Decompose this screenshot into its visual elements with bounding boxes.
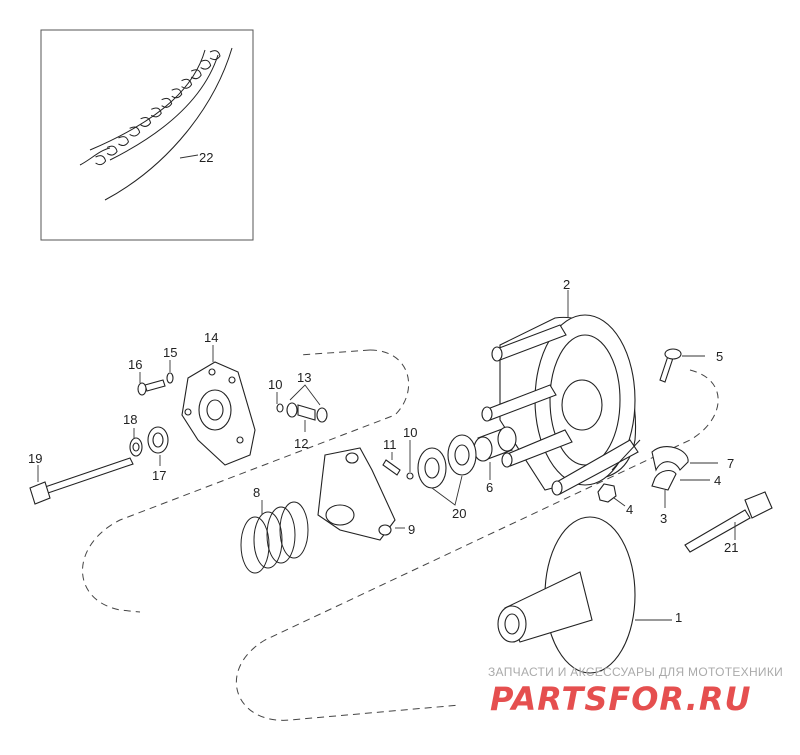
belt-tooth: [181, 78, 193, 89]
callout-3: 4: [714, 473, 721, 488]
spider-part-9: [317, 447, 405, 541]
bushing-part-7: [473, 426, 517, 480]
callout-15: 15: [163, 345, 177, 360]
belt-inset: 22: [40, 29, 254, 241]
cover-part-14: [181, 345, 256, 466]
belt-tooth: [200, 59, 212, 70]
clip-part-3-4: [611, 439, 718, 508]
callout-4-upper: 7: [727, 456, 734, 471]
callout-5: 5: [716, 349, 723, 364]
drive-belt-part-22: [79, 47, 233, 201]
bolt-part-5: [659, 348, 705, 383]
washer-part-18: [129, 428, 143, 457]
callout-19: 19: [28, 451, 42, 466]
callout-10-lower: 10: [403, 425, 417, 440]
housing-part-2: [481, 290, 639, 496]
sheave-part-1: [497, 516, 672, 674]
callout-17: 17: [152, 468, 166, 483]
callout-7: 6: [486, 480, 493, 495]
washers-part-8: [417, 434, 477, 506]
callout-8: 20: [452, 506, 466, 521]
pin-part-11: [382, 452, 401, 476]
ball-part-10-lower: [406, 440, 414, 480]
callout-13: 13: [297, 370, 311, 385]
callout-12: 12: [294, 436, 308, 451]
callout-22: 22: [199, 150, 213, 165]
spring-part-20: [240, 500, 309, 574]
washer-part-15: [166, 360, 174, 384]
belt-routing-dashes: [82, 349, 719, 721]
belt-tooth: [150, 107, 162, 118]
watermark-logo: PARTSFOR.RU: [490, 680, 751, 718]
callout-2: 2: [563, 277, 570, 292]
nut-part-6: [597, 483, 626, 507]
callout-1: 1: [675, 610, 682, 625]
belt-tooth: [118, 136, 129, 147]
watermark-caption: ЗАПЧАСТИ И АКСЕССУАРЫ ДЛЯ МОТОТЕХНИКИ: [488, 665, 783, 679]
belt-tooth: [161, 97, 173, 108]
screw-part-16: [137, 372, 166, 396]
bolt-part-21: [684, 491, 773, 553]
callout-6: 4: [626, 502, 633, 517]
belt-tooth: [106, 145, 118, 156]
callout-4-lower: 3: [660, 511, 667, 526]
belt-tooth: [209, 50, 221, 61]
belt-tooth: [95, 155, 107, 166]
watermark: ЗАПЧАСТИ И АКСЕССУАРЫ ДЛЯ МОТОТЕХНИКИ PA…: [488, 665, 783, 718]
callout-14: 14: [204, 330, 218, 345]
collar-part-17: [147, 426, 169, 466]
callout-18: 18: [123, 412, 137, 427]
callout-11: 11: [383, 437, 397, 452]
callout-16: 16: [128, 357, 142, 372]
callout-21: 21: [724, 540, 738, 555]
bolt-part-19: [29, 457, 134, 505]
belt-tooth: [190, 69, 202, 80]
callout-20: 8: [253, 485, 260, 500]
belt-tooth: [171, 88, 183, 99]
callout-10-upper: 10: [268, 377, 282, 392]
belt-tooth: [140, 117, 152, 127]
belt-tooth: [129, 126, 141, 137]
roller-set-part-13: [276, 384, 328, 432]
callout-9: 9: [408, 522, 415, 537]
